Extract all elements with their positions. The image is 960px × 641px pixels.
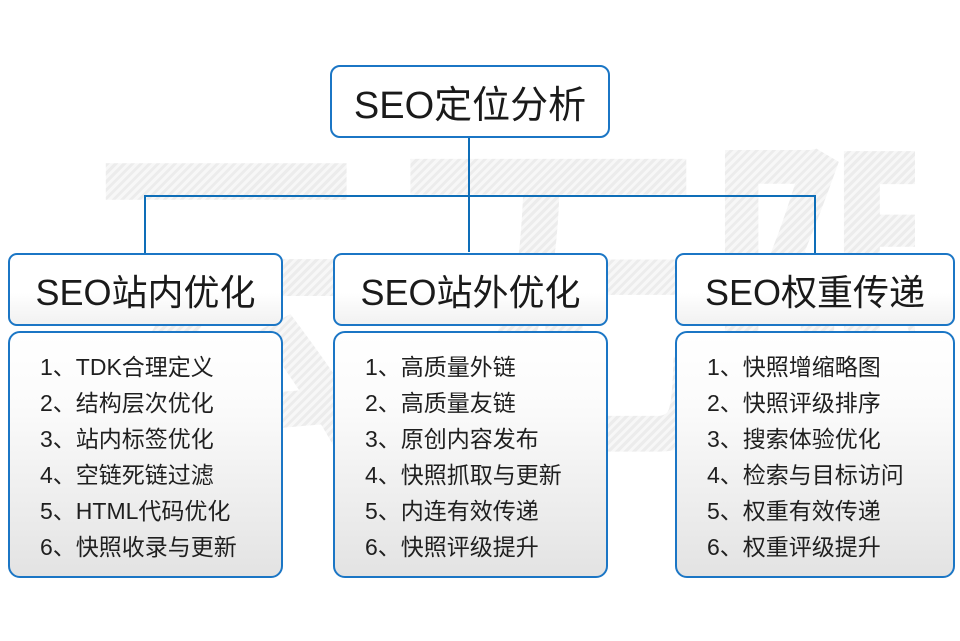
list-item: 2、快照评级排序 (707, 390, 881, 416)
branch-title-weight: SEO权重传递 (704, 271, 926, 313)
branch-node-onsite: SEO站内优化 (8, 253, 283, 326)
list-item: 6、快照评级提升 (365, 534, 539, 560)
branch-list-offsite: 1、高质量外链 2、高质量友链 3、原创内容发布 4、快照抓取与更新 5、内连有效传递 6… (333, 331, 608, 578)
list-item: 3、原创内容发布 (365, 426, 539, 452)
root-node: SEO定位分析 (330, 65, 610, 138)
list-item: 3、站内标签优化 (40, 426, 214, 452)
list-item: 5、内连有效传递 (365, 498, 539, 524)
list-item: 1、高质量外链 (365, 354, 516, 380)
branch-node-offsite: SEO站外优化 (333, 253, 608, 326)
list-item: 6、权重评级提升 (707, 534, 881, 560)
list-item: 6、快照收录与更新 (40, 534, 237, 560)
list-item: 1、快照增缩略图 (707, 354, 881, 380)
branch-list-onsite: 1、TDK合理定义 2、结构层次优化 3、站内标签优化 4、空链死链过滤 5、HTML代… (8, 331, 283, 578)
list-item: 3、搜索体验优化 (707, 426, 881, 452)
branch-list-weight: 1、快照增缩略图 2、快照评级排序 3、搜索体验优化 4、检索与目标访问 5、权重有效传… (675, 331, 955, 578)
root-node-title: SEO定位分析 (353, 85, 587, 127)
list-item: 1、TDK合理定义 (40, 354, 214, 380)
branch-node-weight: SEO权重传递 (675, 253, 955, 326)
list-item: 4、快照抓取与更新 (365, 462, 562, 488)
branch-title-offsite: SEO站外优化 (360, 271, 581, 313)
list-item: 4、检索与目标访问 (707, 462, 904, 488)
list-item: 2、高质量友链 (365, 390, 516, 416)
branch-title-onsite: SEO站内优化 (35, 271, 256, 313)
list-item: 2、结构层次优化 (40, 390, 214, 416)
list-item: 5、HTML代码优化 (40, 498, 231, 524)
connector-horizontal (144, 195, 816, 197)
list-item: 5、权重有效传递 (707, 498, 881, 524)
connector-right-drop (814, 195, 816, 253)
list-item: 4、空链死链过滤 (40, 462, 214, 488)
connector-left-drop (144, 195, 146, 253)
